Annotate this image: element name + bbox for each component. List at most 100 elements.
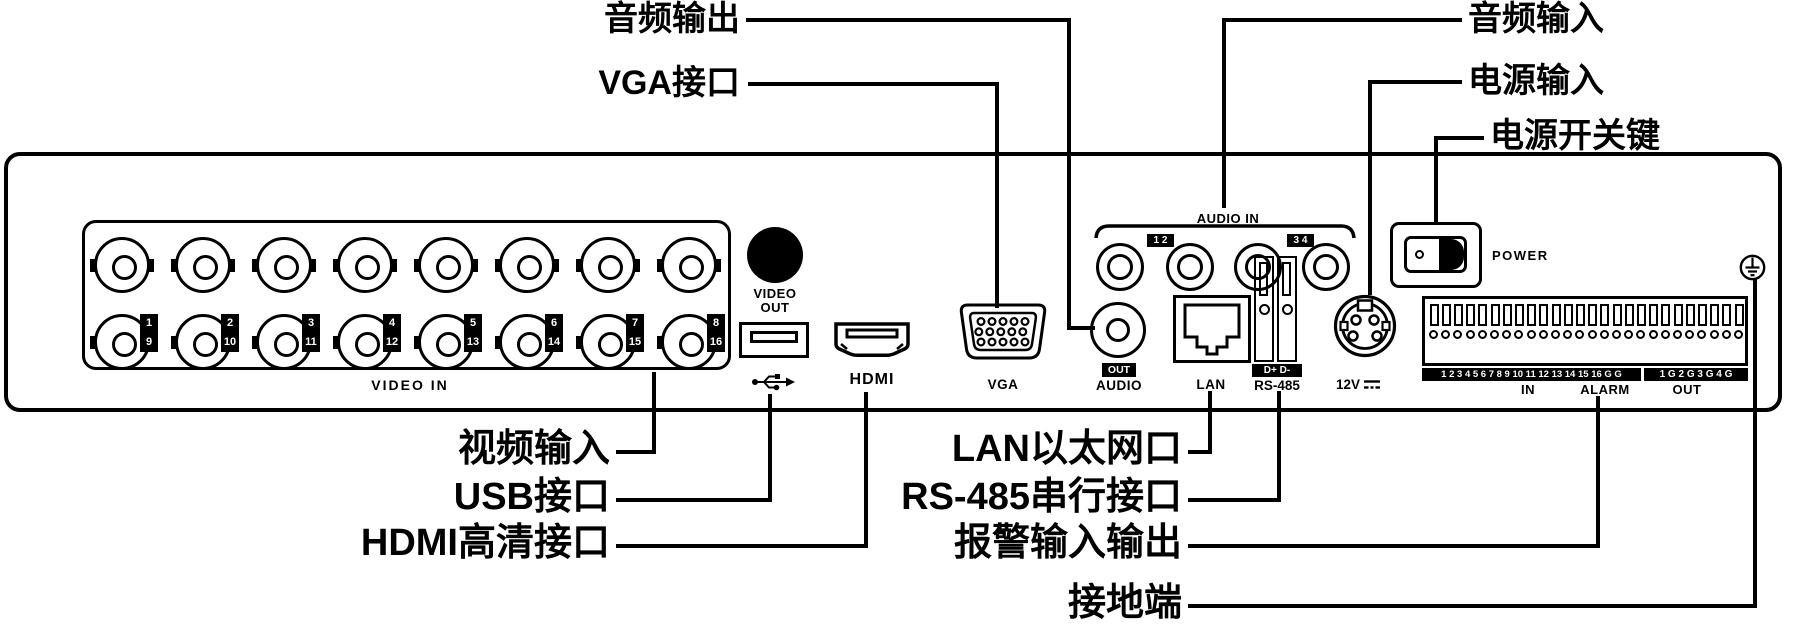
- alarm-terminal-slot: [1563, 304, 1573, 326]
- audio-in-jack-center: [1313, 254, 1339, 280]
- bnc-badge-bottom-number: 11: [305, 336, 317, 348]
- bnc-badge-bottom-number: 9: [145, 336, 153, 348]
- alarm-terminal-screw: [1490, 330, 1499, 339]
- leader-audio-in-h: [1222, 18, 1462, 22]
- leader-audio-in-v: [1222, 18, 1226, 208]
- leader-rs485-v: [1277, 391, 1281, 502]
- alarm-terminal-screw: [1453, 330, 1463, 339]
- alarm-terminal-slot: [1490, 304, 1500, 326]
- power-switch-rocker: [1404, 236, 1467, 273]
- alarm-terminal-screw: [1429, 330, 1438, 339]
- power-switch[interactable]: [1390, 222, 1482, 288]
- callout-lan: LAN以太网口: [951, 428, 1182, 470]
- alarm-terminal-screw: [1538, 330, 1548, 339]
- alarm-terminal-slot: [1649, 304, 1659, 326]
- alarm-terminal-slot: [1441, 304, 1451, 326]
- bnc-connector: [576, 237, 640, 293]
- alarm-terminal-slot: [1502, 304, 1512, 326]
- alarm-strip-out: 1 G 2 G 3 G 4 G: [1644, 368, 1748, 381]
- bnc-center-pin: [273, 254, 299, 280]
- bnc-badge-top-number: 5: [469, 317, 477, 329]
- video-out-label: VIDEO OUT: [753, 286, 797, 315]
- usb-port: [739, 322, 809, 358]
- chassis-outline: [4, 152, 1782, 412]
- audio-in-bracket: [1094, 224, 1356, 239]
- alarm-terminal-screw: [1563, 330, 1573, 339]
- alarm-terminal-slot: [1710, 304, 1720, 326]
- audio-out-connector: [1090, 302, 1146, 358]
- callout-usb: USB接口: [453, 476, 610, 518]
- bnc-badge-top-number: 6: [550, 317, 558, 329]
- rs485-slot: [1282, 262, 1291, 296]
- bnc-center-pin: [678, 331, 704, 357]
- alarm-terminal-screw: [1636, 330, 1646, 339]
- callout-ground: 接地端: [1067, 582, 1182, 624]
- alarm-terminal-slot: [1673, 304, 1683, 326]
- bnc-badge-top-number: 4: [388, 317, 396, 329]
- bnc-center-pin: [273, 331, 299, 357]
- callout-power-in: 电源输入: [1468, 62, 1604, 100]
- leader-ground-h: [1188, 604, 1757, 608]
- bnc-badge-bottom-number: 10: [223, 336, 237, 348]
- alarm-label: ALARM: [1580, 382, 1630, 397]
- leader-audio-out-v: [1067, 18, 1071, 330]
- leader-vga-v: [995, 82, 999, 308]
- leader-power-switch-v: [1434, 136, 1438, 224]
- bnc-center-pin: [516, 254, 542, 280]
- audio-in-badge-34: 3 4: [1287, 234, 1314, 247]
- bnc-channel-badge: 6 14: [545, 314, 563, 352]
- leader-hdmi-v: [864, 392, 868, 548]
- bnc-connector: [171, 237, 235, 293]
- dc-symbol-icon: [1364, 380, 1381, 389]
- rs485-terminal-2: [1277, 256, 1297, 362]
- video-in-box: [82, 220, 731, 370]
- ground-terminal-icon: [1739, 254, 1766, 281]
- callout-power-switch: 电源开关键: [1490, 117, 1660, 155]
- lan-port: [1173, 295, 1251, 363]
- rs485-badge: D+ D-: [1252, 364, 1302, 377]
- rs485-slot: [1259, 262, 1268, 296]
- bnc-center-pin: [192, 331, 218, 357]
- vga-connector: [959, 303, 1047, 360]
- bnc-center-pin: [435, 331, 461, 357]
- leader-power-switch-h: [1434, 136, 1484, 140]
- bnc-center-pin: [111, 331, 137, 357]
- alarm-terminal-slot: [1551, 304, 1561, 326]
- callout-rs485: RS-485串行接口: [901, 476, 1182, 518]
- bnc-connector: [90, 237, 154, 293]
- leader-rs485-h: [1188, 498, 1281, 502]
- audio-in-jack: [1166, 243, 1214, 291]
- audio-in-jack-center: [1245, 254, 1271, 280]
- bnc-badge-bottom-number: 14: [547, 336, 561, 348]
- 12v-text: 12V: [1336, 377, 1361, 392]
- callout-vga: VGA接口: [598, 64, 740, 102]
- callout-audio-in: 音频输入: [1468, 0, 1604, 38]
- callout-audio-out: 音频输出: [604, 0, 740, 38]
- alarm-terminal-screw: [1697, 330, 1707, 339]
- leader-lan-v: [1208, 391, 1212, 454]
- alarm-terminal-slot: [1722, 304, 1732, 326]
- alarm-terminal-screw: [1685, 330, 1695, 339]
- audio-out-badge: OUT: [1102, 363, 1136, 377]
- alarm-terminal-screw: [1526, 330, 1536, 339]
- bnc-center-pin: [597, 331, 623, 357]
- alarm-in-label: IN: [1521, 382, 1535, 397]
- alarm-terminal-slot: [1636, 304, 1646, 326]
- bnc-connector: [657, 237, 721, 293]
- audio-in-badge-12: 1 2: [1147, 234, 1174, 247]
- rs485-label: RS-485: [1254, 378, 1300, 393]
- usb-port-tongue: [750, 331, 798, 343]
- bnc-connector: [495, 237, 559, 293]
- alarm-terminal-screw: [1575, 330, 1585, 339]
- alarm-terminal-screw: [1587, 330, 1597, 339]
- audio-in-jack: [1234, 243, 1282, 291]
- rj45-inner: [1183, 303, 1241, 356]
- leader-power-in-v: [1368, 80, 1372, 295]
- alarm-terminal-slot: [1527, 304, 1537, 326]
- leader-ground-v: [1753, 278, 1757, 608]
